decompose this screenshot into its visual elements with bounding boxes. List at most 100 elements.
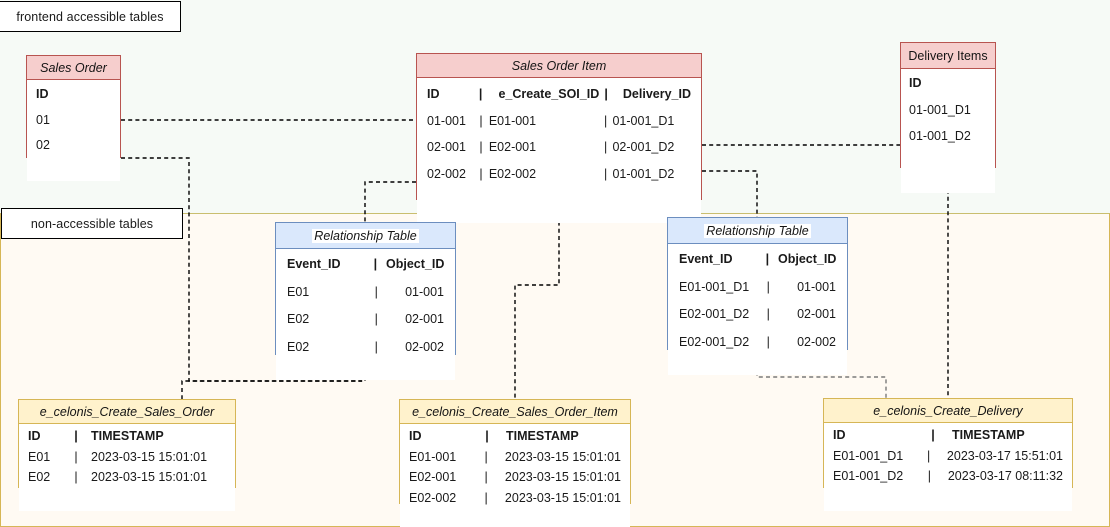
- cell-object-id: 01-001: [405, 284, 444, 299]
- cell-delivery-id: 02-001_D2: [612, 140, 675, 154]
- cell-separator: |: [927, 469, 932, 483]
- table-relationship-right-body: Event_ID | Object_ID E01-001_D1 | 01-001…: [668, 244, 847, 375]
- cell-separator: |: [479, 166, 483, 181]
- column-id: ID: [909, 76, 922, 90]
- table-row: 02-001 | E02-001 | 02-001_D2: [427, 141, 691, 154]
- table-sales-order[interactable]: Sales Order ID 01 02: [26, 55, 121, 181]
- cell-timestamp: 2023-03-15 15:01:01: [504, 449, 621, 464]
- legend-non-accessible-label: non-accessible tables: [30, 216, 154, 231]
- table-row: E01 | 2023-03-15 15:01:01: [28, 449, 226, 464]
- table-relationship-right-title: Relationship Table: [704, 223, 811, 238]
- connector-sales-order-item-to-event-sales-order-item: [514, 200, 560, 399]
- cell-id: E02: [28, 470, 51, 484]
- table-delivery-items[interactable]: Delivery Items ID 01-001_D1 01-001_D2: [900, 42, 996, 193]
- table-row: E01-001 | 2023-03-15 15:01:01: [409, 449, 621, 464]
- cell-separator: |: [766, 334, 770, 349]
- table-row: E01 | 01-001: [287, 284, 444, 299]
- column-separator: |: [485, 429, 489, 443]
- column-timestamp: TIMESTAMP: [506, 429, 579, 443]
- cell-separator: |: [927, 448, 931, 463]
- table-row-header: Event_ID | Object_ID: [679, 253, 836, 266]
- cell-timestamp: 2023-03-15 15:01:01: [91, 449, 208, 464]
- table-sales-order-item-header: Sales Order Item: [417, 54, 701, 78]
- table-relationship-right[interactable]: Relationship Table Event_ID | Object_ID …: [667, 217, 848, 375]
- table-row: E02 | 02-002: [287, 339, 444, 354]
- legend-non-accessible-tables: non-accessible tables: [1, 208, 183, 239]
- cell-id: E01-001: [409, 449, 457, 464]
- table-row-header: ID | TIMESTAMP: [409, 430, 621, 443]
- table-event-create-sales-order-body: ID | TIMESTAMP E01 | 2023-03-15 15:01:01…: [19, 424, 235, 511]
- table-row-header: ID | e_Create_SOI_ID | Delivery_ID: [427, 88, 691, 101]
- cell-separator: |: [603, 113, 608, 128]
- table-row-header: ID: [36, 88, 111, 101]
- cell-object-id: 02-001: [797, 307, 836, 321]
- table-sales-order-body: ID 01 02: [27, 80, 120, 181]
- cell-delivery-id: 01-001_D2: [612, 166, 675, 181]
- table-row-header: ID | TIMESTAMP: [28, 430, 226, 443]
- cell-id: E02-001: [409, 470, 457, 484]
- cell-separator: |: [479, 113, 483, 128]
- table-event-create-delivery-header: e_celonis_Create_Delivery: [824, 399, 1072, 423]
- cell-separator: |: [484, 449, 488, 464]
- table-event-create-sales-order-title: e_celonis_Create_Sales_Order: [39, 404, 215, 419]
- column-object-id: Object_ID: [778, 252, 837, 266]
- table-event-create-sales-order-item[interactable]: e_celonis_Create_Sales_Order_Item ID | T…: [399, 399, 631, 527]
- cell-id: 01-001: [427, 113, 466, 128]
- table-row: 02: [36, 139, 111, 152]
- cell-id: E01-001_D1: [833, 448, 904, 463]
- cell-e-create-soi-id: E02-002: [488, 166, 537, 181]
- table-row: E02-002 | 2023-03-15 15:01:01: [409, 490, 621, 505]
- cell-separator: |: [74, 449, 78, 464]
- cell-object-id: 02-002: [405, 339, 444, 354]
- connector-sales-order-item-to-relationship-left: [364, 181, 416, 222]
- table-sales-order-title: Sales Order: [40, 60, 107, 75]
- column-separator: |: [478, 87, 483, 101]
- cell-timestamp: 2023-03-17 15:51:01: [946, 448, 1063, 463]
- connector-relationship-right-to-event-delivery: [756, 350, 887, 398]
- table-event-create-sales-order-item-title: e_celonis_Create_Sales_Order_Item: [412, 404, 618, 419]
- column-event-id: Event_ID: [679, 252, 733, 266]
- table-row-header: ID: [909, 77, 987, 90]
- cell-event-id: E01-001_D1: [679, 279, 750, 294]
- column-delivery-id: Delivery_ID: [622, 87, 691, 101]
- column-separator: |: [931, 428, 935, 442]
- table-row: E01-001_D1 | 01-001: [679, 279, 836, 294]
- table-row: E02 | 02-001: [287, 313, 444, 326]
- table-relationship-left-title: Relationship Table: [312, 228, 419, 243]
- table-delivery-items-title: Delivery Items: [908, 48, 988, 63]
- table-relationship-left[interactable]: Relationship Table Event_ID | Object_ID …: [275, 222, 456, 380]
- table-row: E02-001_D2 | 02-001: [679, 308, 836, 321]
- column-object-id: Object_ID: [386, 257, 445, 271]
- table-event-create-sales-order[interactable]: e_celonis_Create_Sales_Order ID | TIMEST…: [18, 399, 236, 511]
- column-id: ID: [833, 428, 846, 442]
- table-row: 02-002 | E02-002 | 01-001_D2: [427, 166, 691, 181]
- column-id: ID: [28, 429, 41, 443]
- column-id: ID: [36, 87, 49, 101]
- table-event-create-delivery[interactable]: e_celonis_Create_Delivery ID | TIMESTAMP…: [823, 398, 1073, 511]
- column-separator: |: [373, 257, 378, 271]
- cell-separator: |: [766, 279, 770, 294]
- table-delivery-items-body: ID 01-001_D1 01-001_D2: [901, 69, 995, 193]
- cell-event-id: E02: [287, 339, 310, 354]
- cell-id: 02: [36, 138, 50, 152]
- table-row: E01-001_D2 | 2023-03-17 08:11:32: [833, 470, 1063, 483]
- column-separator: |: [604, 87, 608, 101]
- table-row: 01: [36, 113, 111, 127]
- table-row-header: Event_ID | Object_ID: [287, 258, 444, 271]
- column-id: ID: [427, 87, 440, 101]
- column-separator: |: [74, 429, 78, 443]
- cell-e-create-soi-id: E02-001: [488, 140, 537, 154]
- cell-event-id: E02-001_D2: [679, 307, 750, 321]
- cell-separator: |: [374, 284, 378, 299]
- connector-relationship-left-to-event-sales-order: [181, 355, 366, 399]
- cell-object-id: 02-002: [797, 334, 836, 349]
- connector-sales-order-item-to-relationship-right: [702, 170, 758, 217]
- cell-separator: |: [766, 307, 770, 321]
- cell-id: E01: [28, 449, 51, 464]
- cell-id: E01-001_D2: [833, 469, 904, 483]
- cell-id: E02-002: [409, 490, 457, 505]
- table-sales-order-item[interactable]: Sales Order Item ID | e_Create_SOI_ID | …: [416, 53, 702, 223]
- cell-event-id: E01: [287, 284, 310, 299]
